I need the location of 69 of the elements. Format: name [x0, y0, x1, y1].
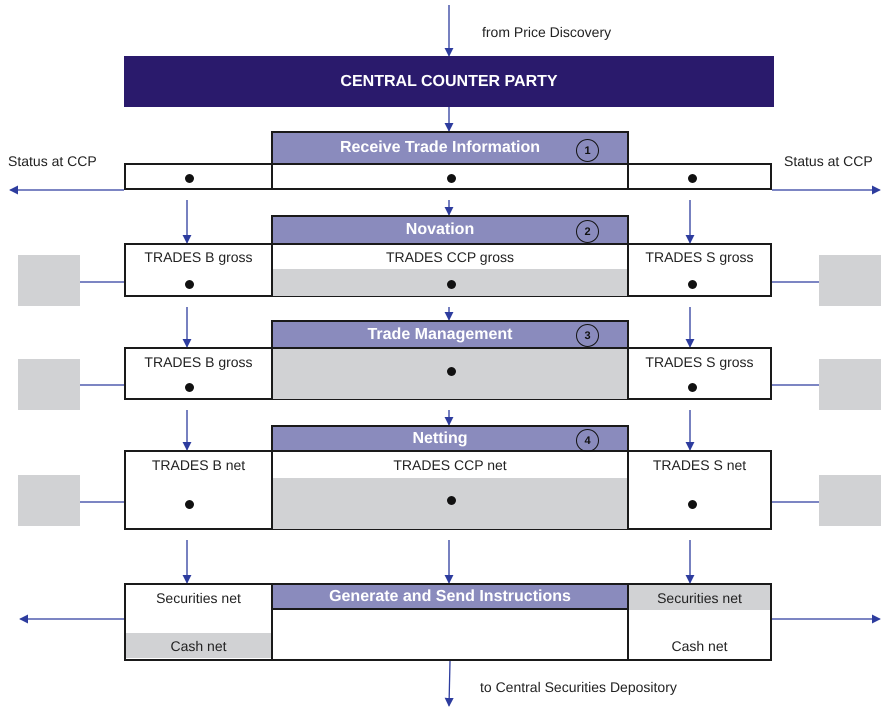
arrow — [772, 185, 881, 195]
connector-line — [772, 501, 819, 503]
edge-label: Status at CCP — [8, 153, 97, 169]
banner — [124, 56, 774, 107]
process-box — [271, 131, 629, 190]
placeholder-box — [18, 359, 80, 410]
process-box — [271, 320, 629, 400]
placeholder-box — [819, 359, 881, 410]
edge-label: from Price Discovery — [482, 24, 612, 40]
connector-line — [80, 501, 124, 503]
process-box — [124, 583, 273, 661]
arrow — [19, 614, 124, 624]
connector-line — [772, 384, 819, 386]
arrow — [444, 307, 454, 321]
arrow — [685, 410, 695, 451]
step-number: 4 — [576, 429, 599, 452]
cell-label: TRADES S net — [652, 456, 748, 475]
arrow — [444, 540, 454, 584]
arrow — [444, 107, 454, 132]
cell-label: TRADES CCP net — [392, 456, 508, 475]
step-number: 3 — [576, 324, 599, 347]
banner-label: CENTRAL COUNTER PARTY — [340, 72, 558, 90]
arrow — [444, 200, 454, 216]
arrow — [182, 307, 192, 348]
edge-label: Status at CCP — [784, 153, 873, 169]
arrow — [182, 410, 192, 451]
cell-label: TRADES CCP gross — [384, 248, 516, 267]
edge-label: to Central Securities Depository — [480, 679, 677, 695]
process-box — [627, 163, 772, 190]
arrow — [685, 307, 695, 348]
process-box — [271, 425, 629, 530]
process-box — [627, 347, 772, 400]
cell-label: Securities net — [155, 589, 242, 608]
cell-label: Cash net — [126, 633, 271, 658]
process-box — [627, 583, 772, 661]
step-number: 2 — [576, 220, 599, 243]
process-box — [124, 163, 273, 190]
process-box — [124, 450, 273, 530]
arrow — [444, 410, 454, 426]
arrow — [182, 200, 192, 244]
arrow — [685, 540, 695, 584]
process-box — [124, 347, 273, 400]
process-box — [627, 243, 772, 297]
placeholder-box — [819, 255, 881, 306]
placeholder-box — [819, 475, 881, 526]
arrow — [444, 660, 454, 707]
arrow — [9, 185, 124, 195]
arrow — [772, 614, 881, 624]
connector-line — [80, 384, 124, 386]
cell-label: TRADES S gross — [644, 248, 755, 267]
stage-header: Generate and Send Instructions — [273, 585, 627, 610]
arrow — [444, 5, 454, 57]
process-box — [627, 450, 772, 530]
cell-label: Securities net — [629, 585, 770, 610]
connector-line — [772, 281, 819, 283]
arrow — [685, 200, 695, 244]
arrow — [182, 540, 192, 584]
cell-label: Cash net — [670, 636, 729, 656]
placeholder-box — [18, 255, 80, 306]
process-box — [124, 243, 273, 297]
cell-label: TRADES B net — [150, 456, 246, 475]
connector-line — [80, 281, 124, 283]
process-box — [271, 215, 629, 297]
cell-label: TRADES B gross — [143, 352, 254, 372]
placeholder-box — [18, 475, 80, 526]
step-number: 1 — [576, 139, 599, 162]
process-box — [271, 583, 629, 661]
cell-label: TRADES B gross — [143, 248, 254, 267]
cell-label: TRADES S gross — [644, 352, 755, 372]
